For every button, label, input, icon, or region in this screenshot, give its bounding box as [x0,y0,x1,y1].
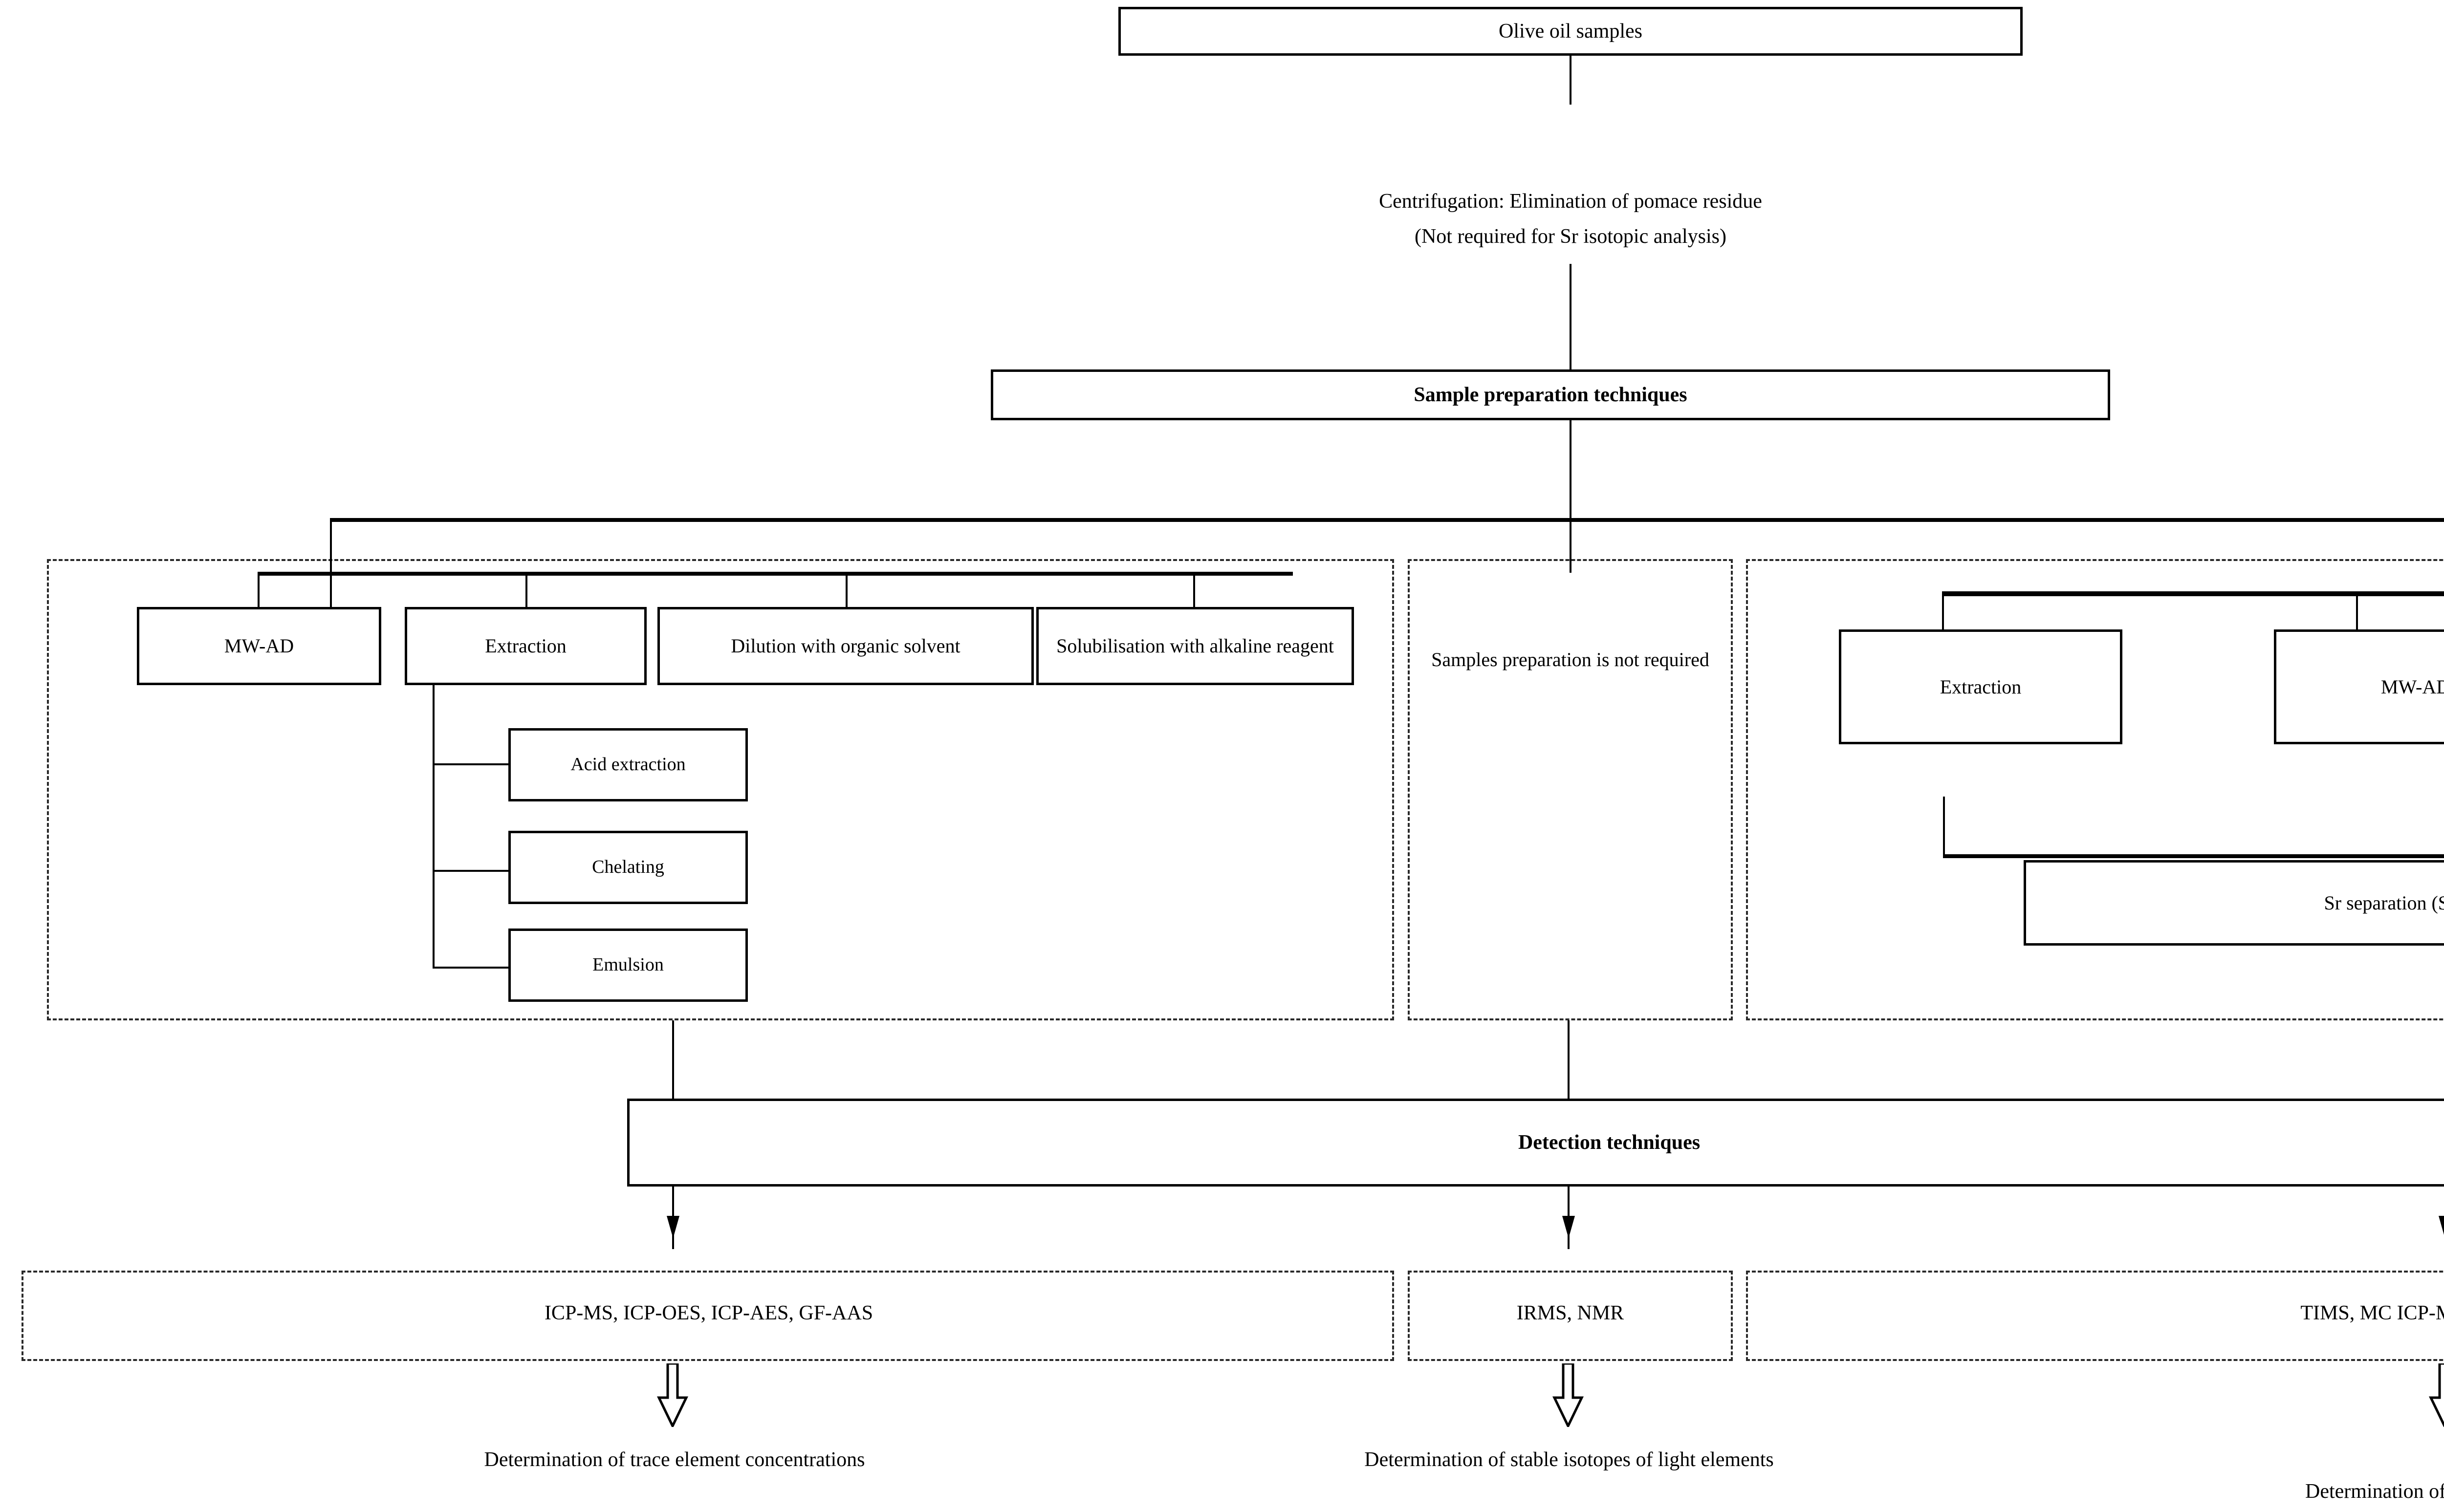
connector-group3-to-extraction [1942,591,1944,629]
connector-note-to-sampleprep [1570,264,1571,369]
node-emulsion-label: Emulsion [592,954,664,975]
connector-extraction-trunk [433,685,435,969]
node-mw-ad-right-label: MW-AD [2380,675,2444,698]
connector-group1-spine [258,572,1293,576]
group-no-prep [1408,559,1733,1020]
group-trace-element-prep [47,559,1394,1020]
node-mw-ad-left-label: MW-AD [224,635,294,657]
connector-group1-to-dilution [846,572,848,623]
node-sr-separation: Sr separation (Sr Eichrom Resin) [2024,860,2444,946]
node-dilution-organic-solvent-label: Dilution with organic solvent [731,635,960,657]
label-outcome-sr: Determination of 87Sr/86Sr isotopic rati… [1955,1444,2444,1508]
arrow-detection-to-sr [2439,1216,2444,1238]
label-outcome-trace: Determination of trace element concentra… [484,1448,865,1471]
connector-spine-to-middle-group [1570,518,1571,573]
connector-sampleprep-spine [330,518,2444,522]
node-extraction-left-label: Extraction [485,635,567,657]
note-centrifugation-line1: Centrifugation: Elimination of pomace re… [1379,190,1762,213]
node-sample-preparation-techniques-label: Sample preparation techniques [1414,383,1687,406]
connector-oliveoil-to-note [1570,56,1571,105]
connector-merge-bar [1943,854,2444,858]
block-arrow-to-outcome-sr [2429,1363,2444,1427]
label-outcome-light-isotopes: Determination of stable isotopes of ligh… [1364,1448,1774,1471]
connector-group3-to-mwad [2356,591,2358,629]
node-extraction-right: Extraction [1839,629,2122,744]
connector-extraction-to-chelating [433,870,511,872]
connector-merge-left-leg [1943,797,1945,856]
node-mw-ad-left: MW-AD [137,607,381,685]
group-detection-light-isotopes [1408,1271,1733,1361]
node-detection-techniques: Detection techniques [627,1099,2444,1187]
group-sr-isotope-prep [1746,559,2444,1020]
connector-group1-to-detection [672,1020,674,1100]
block-arrow-to-outcome-trace [657,1363,688,1427]
node-extraction-left: Extraction [405,607,647,685]
node-mw-ad-right: MW-AD [2274,629,2444,744]
node-olive-oil-samples: Olive oil samples [1118,7,2023,56]
connector-sampleprep-stub [1570,420,1571,520]
node-solubilisation-alkaline-label: Solubilisation with alkaline reagent [1056,635,1334,657]
connector-group1-to-mwad [258,572,260,623]
node-sample-preparation-techniques: Sample preparation techniques [991,369,2110,420]
connector-group1-to-extraction [525,572,527,623]
node-solubilisation-alkaline: Solubilisation with alkaline reagent [1036,607,1354,685]
node-chelating-label: Chelating [592,857,664,878]
node-dilution-organic-solvent: Dilution with organic solvent [657,607,1034,685]
block-arrow-to-outcome-light-isotopes [1552,1363,1584,1427]
label-outcome-sr-prefix: Determination of [2305,1480,2444,1503]
note-centrifugation-line2: (Not required for Sr isotopic analysis) [1414,225,1727,248]
connector-extraction-to-acid [433,763,511,765]
arrow-detection-to-light [1562,1216,1575,1238]
connector-extraction-to-emulsion [433,967,511,969]
connector-group2-to-detection [1568,1020,1570,1100]
node-extraction-right-label: Extraction [1940,675,2022,698]
node-acid-extraction: Acid extraction [508,728,748,801]
group-detection-sr [1746,1271,2444,1361]
note-no-preparation-required: Samples preparation is not required [1431,648,1709,670]
connector-group1-to-solubilisation [1193,572,1195,623]
label-detection-sr: TIMS, MC ICP-MS [2300,1302,2444,1324]
node-chelating: Chelating [508,831,748,904]
node-detection-techniques-label: Detection techniques [1518,1131,1701,1154]
label-detection-trace: ICP-MS, ICP-OES, ICP-AES, GF-AAS [544,1302,873,1324]
node-olive-oil-samples-label: Olive oil samples [1499,20,1642,43]
node-emulsion: Emulsion [508,929,748,1002]
arrow-detection-to-trace [667,1216,679,1238]
node-sr-separation-label: Sr separation (Sr Eichrom Resin) [2324,891,2444,914]
label-detection-light-isotopes: IRMS, NMR [1516,1302,1624,1324]
node-acid-extraction-label: Acid extraction [570,754,686,775]
group-detection-trace [22,1271,1394,1361]
connector-group3-spine [1942,591,2444,596]
